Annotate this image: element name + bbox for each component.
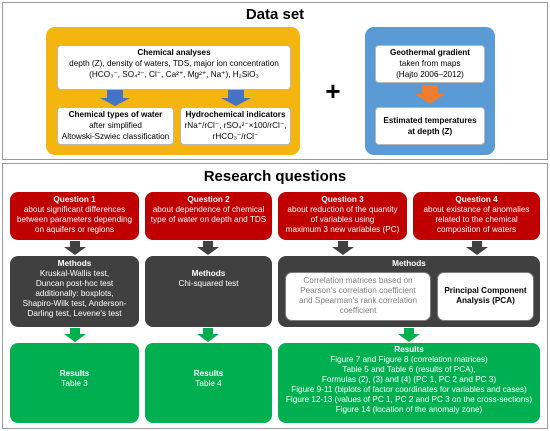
estimated-temperatures-line2: at depth (Z) bbox=[407, 127, 453, 136]
chemical-analyses-line1: depth (Z), density of waters, TDS, major… bbox=[69, 59, 279, 68]
question-4-line3: composition of waters bbox=[436, 225, 517, 234]
question-4-title: Question 4 bbox=[455, 195, 498, 204]
geothermal-box bbox=[375, 45, 485, 83]
results-3-line2: Table 5 and Table 6 (results of PCA), bbox=[342, 365, 476, 374]
chemical-analyses-title: Chemical analyses bbox=[137, 48, 211, 57]
correlation-line4: coefficient bbox=[339, 306, 377, 315]
question-1-line2: between parameters depending bbox=[16, 215, 133, 224]
results-2-box bbox=[145, 343, 272, 423]
question-2-title: Question 2 bbox=[187, 195, 230, 204]
results-3-line5: Figure 12-13 (values of PC 1, PC 2 and P… bbox=[285, 395, 533, 404]
results-3-box bbox=[278, 343, 540, 423]
results-3-line4: Figure 9-11 (biplots of factor coordinat… bbox=[291, 385, 527, 394]
methods-1-box bbox=[10, 256, 139, 327]
methods-1-line2: Duncan post-hoc test bbox=[35, 279, 114, 288]
question-3-line1: about reduction of the quantity bbox=[287, 205, 398, 214]
chemical-types-line1: after simplified bbox=[89, 121, 142, 130]
chemical-types-title: Chemical types of water bbox=[68, 110, 163, 119]
question-4-line2: related to the chemical bbox=[435, 215, 518, 224]
question-4-box bbox=[413, 192, 540, 240]
geothermal-title: Geothermal gradient bbox=[389, 48, 471, 57]
methods-3-title: Methods bbox=[392, 259, 426, 268]
chemical-analyses-box bbox=[57, 45, 291, 90]
pca-line2: Analysis (PCA) bbox=[456, 296, 515, 305]
methods-1-line3: additionally: boxplots, bbox=[35, 289, 114, 298]
geothermal-line1: taken from maps bbox=[399, 59, 461, 68]
results-2-line1: Table 4 bbox=[195, 379, 222, 388]
question-3-box bbox=[278, 192, 407, 240]
results-3-line6: Figure 14 (location of the anomaly zone) bbox=[335, 405, 483, 414]
methods-1-title: Methods bbox=[57, 259, 92, 268]
correlation-line1: Correlation matrices based on bbox=[303, 276, 413, 285]
estimated-temperatures-line1: Estimated temperatures bbox=[383, 116, 477, 125]
correlation-matrices-box bbox=[285, 272, 431, 321]
dataset-title: Data set bbox=[245, 6, 305, 23]
methods-1-line4: Shapiro-Wilk test, Anderson- bbox=[22, 299, 127, 308]
pca-box bbox=[437, 272, 534, 321]
question-1-line1: about significant differences bbox=[23, 205, 126, 214]
results-1-line1: Table 3 bbox=[61, 379, 88, 388]
hydrochemical-line1: rNa⁺/rCl⁻, rSO₄²⁻×100/rCl⁻, bbox=[184, 121, 287, 130]
pca-line1: Principal Component bbox=[444, 286, 527, 295]
results-3-line3: Formulas (2), (3) and (4) (PC 1, PC 2 an… bbox=[321, 375, 497, 384]
question-3-line2: of variables using bbox=[310, 215, 375, 224]
methods-2-title: Methods bbox=[191, 269, 226, 278]
methods-2-line1: Chi-squared test bbox=[178, 279, 239, 288]
question-4-line1: about existance of anomalies bbox=[423, 205, 530, 214]
chemical-types-box bbox=[57, 107, 174, 145]
results-1-box bbox=[10, 343, 139, 423]
estimated-temperatures-box bbox=[375, 107, 485, 145]
question-2-line2: type of water on depth and TDS bbox=[150, 215, 267, 224]
question-3-title: Question 3 bbox=[321, 195, 364, 204]
methods-2-box bbox=[145, 256, 272, 327]
chemical-analyses-line2: (HCO₃⁻, SO₄²⁻, Cl⁻, Ca²⁺, Mg²⁺, Na⁺), H₂… bbox=[89, 70, 259, 79]
question-1-line3: on aquifers or regions bbox=[34, 225, 115, 234]
question-2-box bbox=[145, 192, 272, 240]
correlation-line3: and Spearman's rank correlation bbox=[298, 296, 418, 305]
methods-1-line5: Darling test, Levene's test bbox=[27, 309, 122, 318]
question-1-box bbox=[10, 192, 139, 240]
results-3-title: Results bbox=[394, 345, 424, 354]
hydrochemical-box bbox=[180, 107, 291, 145]
plus-sign: + bbox=[325, 76, 341, 106]
chemical-types-line2: Altowski-Szwiec classification bbox=[61, 132, 170, 141]
results-2-title: Results bbox=[193, 369, 224, 378]
research-title: Research questions bbox=[203, 168, 347, 185]
correlation-line2: Pearson's correlation coefficient bbox=[300, 286, 416, 295]
hydrochemical-line2: rHCO₃⁻/rCl⁻ bbox=[212, 132, 259, 141]
question-1-title: Question 1 bbox=[53, 195, 96, 204]
question-3-line3: maximum 3 new variables (PC) bbox=[285, 225, 400, 234]
results-3-line1: Figure 7 and Figure 8 (correlation matri… bbox=[330, 355, 488, 364]
results-1-title: Results bbox=[59, 369, 90, 378]
methods-1-line1: Kruskal-Wallis test, bbox=[39, 269, 110, 278]
hydrochemical-title: Hydrochemical indicators bbox=[185, 110, 286, 119]
geothermal-line2: (Hajto 2006–2012) bbox=[396, 70, 464, 79]
question-2-line1: about dependence of chemical bbox=[152, 205, 265, 214]
